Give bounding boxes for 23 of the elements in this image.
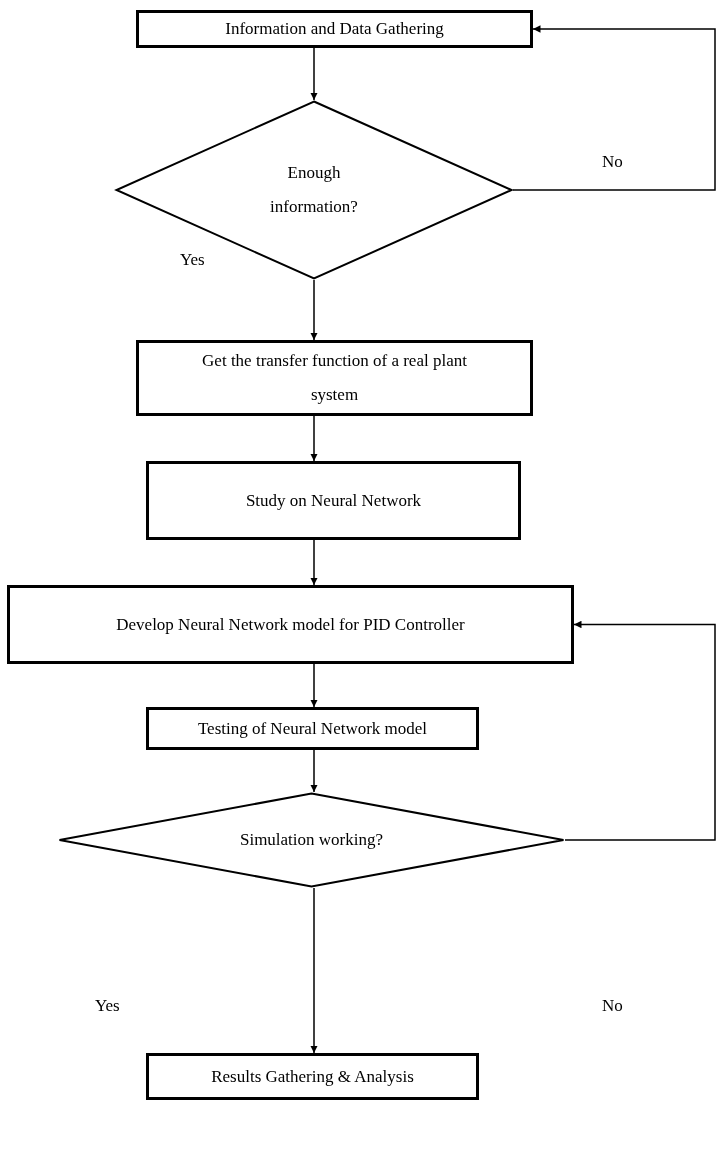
process-box [146, 707, 479, 750]
node-text: Testing of Neural Network model [197, 717, 428, 740]
process-box [146, 461, 521, 540]
arrow [512, 25, 716, 191]
node-text: Study on Neural Network [245, 489, 422, 512]
node-text: Information and Data Gathering [225, 18, 444, 40]
node-text: Enough information? [269, 162, 359, 218]
node-text: Simulation working? [239, 829, 384, 851]
process-box [7, 585, 574, 664]
arrow [564, 620, 716, 841]
arrow [310, 539, 318, 586]
arrow [310, 663, 318, 708]
process-box [146, 1053, 479, 1100]
arrow [310, 887, 318, 1054]
process-box [136, 340, 533, 416]
arrow [310, 415, 318, 462]
node-text: Develop Neural Network model for PID Controller [116, 613, 465, 636]
arrow [310, 279, 318, 341]
process-box [136, 10, 533, 48]
arrow [310, 47, 318, 101]
arrow [310, 749, 318, 793]
node-text: Results Gathering & Analysis [211, 1065, 414, 1088]
node-text: Get the transfer function of a real plant system [201, 350, 468, 406]
